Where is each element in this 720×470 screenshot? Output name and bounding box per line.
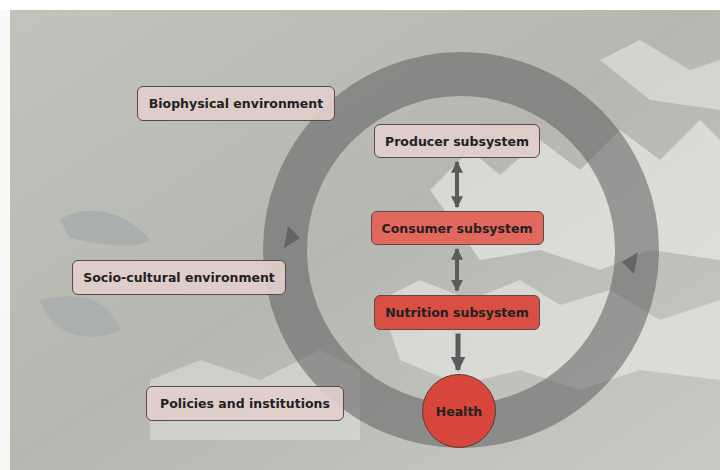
node-label: Consumer subsystem (382, 221, 533, 236)
node-label: Nutrition subsystem (385, 305, 529, 320)
environment-box: Biophysical environment (137, 86, 335, 121)
node-label: Socio-cultural environment (83, 270, 275, 285)
flow-arrow (456, 334, 461, 371)
subsystem-box: Producer subsystem (374, 124, 540, 158)
environment-box: Policies and institutions (146, 386, 344, 421)
node-label: Policies and institutions (160, 396, 330, 411)
flow-arrow (455, 162, 459, 207)
node-label: Producer subsystem (385, 134, 529, 149)
node-label: Health (436, 404, 483, 419)
subsystem-box: Nutrition subsystem (374, 295, 540, 330)
node-label: Biophysical environment (149, 96, 323, 111)
flow-arrow (455, 249, 459, 291)
subsystem-box: Consumer subsystem (371, 211, 544, 245)
outcome-circle: Health (422, 374, 496, 448)
environment-box: Socio-cultural environment (72, 260, 286, 295)
